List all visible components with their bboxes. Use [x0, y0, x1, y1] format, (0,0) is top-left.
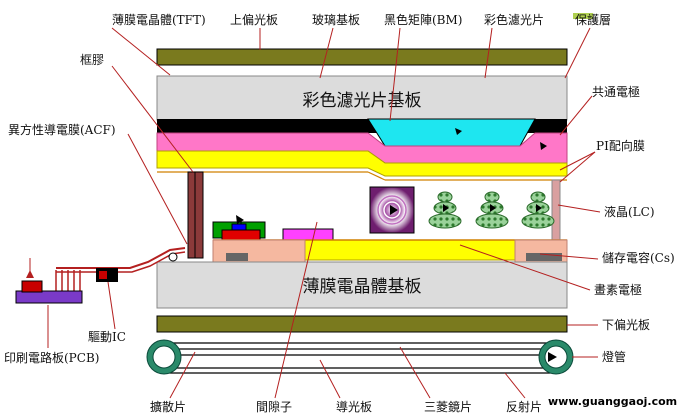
- label-diffuser: 擴散片: [150, 399, 186, 414]
- pcb-arrow: [26, 270, 34, 278]
- backlight-unit: [168, 342, 553, 374]
- label-color-filter: 彩色濾光片: [484, 12, 544, 27]
- label-frame-glue: 框膠: [80, 53, 104, 67]
- label-protective-layer: 保護層: [575, 12, 611, 27]
- label-common-electrode: 共通電極: [592, 84, 640, 99]
- label-storage-capacitor: 儲存電容(Cs): [602, 250, 675, 265]
- pcb-component: [21, 280, 43, 293]
- spacer-spiral-outer: [377, 195, 407, 225]
- pixel-electrode: [304, 239, 516, 261]
- tft-substrate-label: 薄膜電晶體基板: [303, 277, 422, 297]
- tft-substrate: [156, 261, 568, 309]
- color-filter-substrate: [156, 75, 568, 121]
- label-driver-ic: 驅動IC: [88, 330, 126, 344]
- label-lamp: 燈管: [602, 349, 626, 364]
- label-tft: 薄膜電晶體(TFT): [112, 12, 206, 27]
- pcb-board: [15, 290, 83, 304]
- label-spacer: 間隙子: [256, 400, 292, 414]
- label-liquid-crystal: 液晶(LC): [604, 204, 655, 219]
- label-light-guide: 導光板: [336, 400, 372, 414]
- lamp-left: [146, 339, 182, 375]
- label-pcb: 印刷電路板(PCB): [4, 350, 99, 365]
- bm-arrow-marker: [455, 128, 462, 135]
- cyan-color-filter: [367, 118, 536, 147]
- lc-stack: [521, 191, 555, 229]
- tft-device: [212, 215, 334, 241]
- color-filter-substrate-label: 彩色濾光片基板: [303, 91, 422, 111]
- pi-alignment-upper-slope: [367, 171, 386, 181]
- upper-polarizer: [156, 48, 568, 66]
- label-prism: 三菱鏡片: [424, 399, 472, 414]
- label-lower-polarizer: 下偏光板: [602, 317, 650, 332]
- spacer-arrow-marker: [390, 205, 398, 215]
- storage-capacitor-metal: [526, 253, 562, 261]
- lc-stack: [475, 191, 509, 229]
- lamp-arrow-marker: [548, 352, 557, 362]
- watermark: www.guanggaoj.com: [548, 395, 677, 408]
- pcb-leads: [55, 270, 81, 292]
- label-black-matrix: 黑色矩陣(BM): [384, 13, 462, 27]
- liquid-crystal-molecules: [428, 191, 555, 229]
- tft-base-metal: [226, 253, 248, 261]
- lower-polarizer: [156, 315, 568, 333]
- pink-arrow-marker: [540, 142, 547, 150]
- protective-layer-swatch: [573, 13, 593, 19]
- label-acf: 異方性導電膜(ACF): [8, 122, 116, 137]
- spacer-spiral: [383, 201, 401, 219]
- driver-ic-chip: [99, 271, 107, 279]
- lc-stack: [428, 191, 462, 229]
- label-pixel-electrode: 畫素電極: [594, 282, 642, 297]
- label-upper-polarizer: 上偏光板: [230, 12, 278, 27]
- label-glass-substrate: 玻璃基板: [312, 13, 360, 27]
- label-reflector: 反射片: [506, 399, 542, 414]
- frame-glue-right: [551, 179, 561, 241]
- leader-lines: [47, 27, 601, 399]
- label-pi-alignment: PI配向膜: [596, 138, 645, 153]
